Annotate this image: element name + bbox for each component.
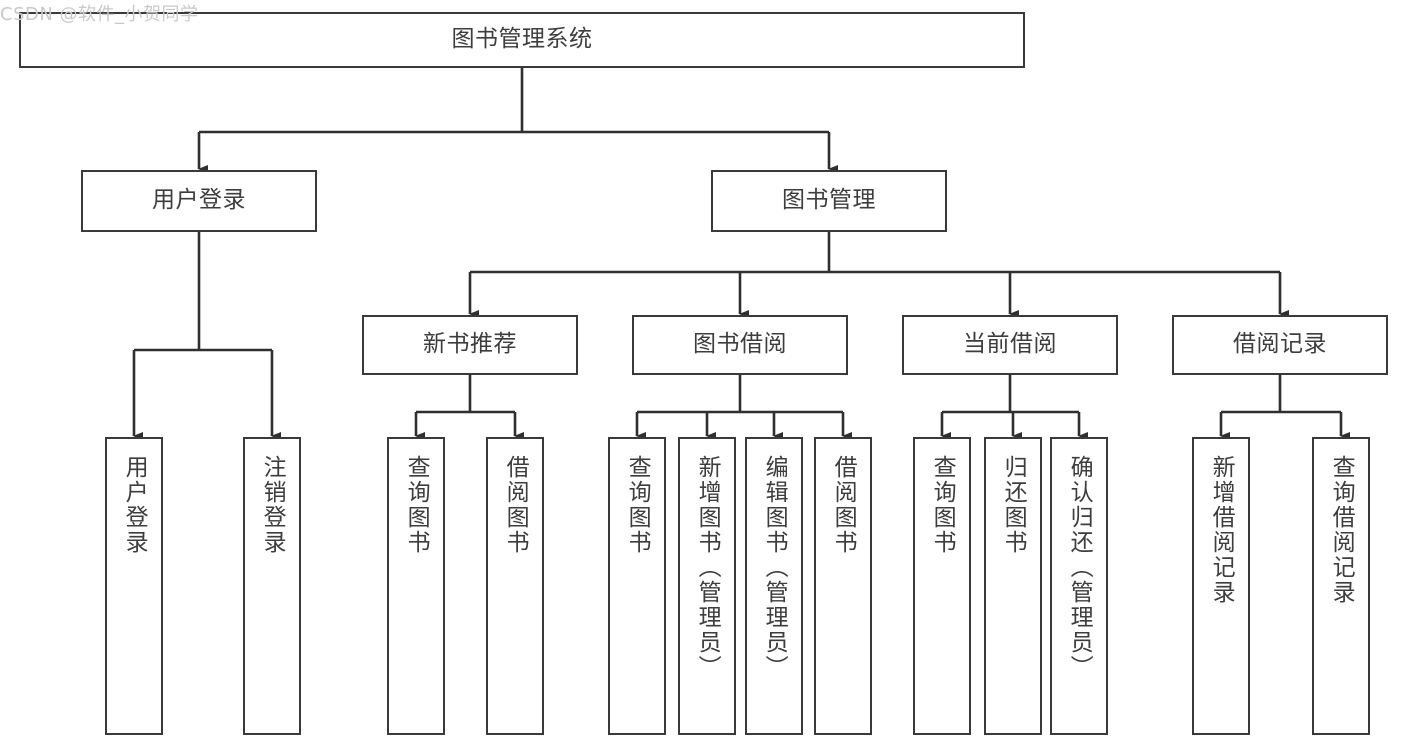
node-root-system[interactable]: 图书管理系统 [19, 12, 1025, 68]
node-book-manage-label: 图书管理 [782, 187, 876, 214]
node-leaf-query-book-3[interactable]: 查询图书 [913, 437, 971, 735]
node-leaf-logout-label: 注销登录 [259, 455, 286, 555]
node-user-login[interactable]: 用户登录 [81, 170, 317, 232]
node-borrow-record-label: 借阅记录 [1233, 331, 1327, 358]
node-leaf-user-login-label: 用户登录 [121, 455, 148, 555]
node-leaf-confirm-return-label: 确认归还（管理员） [1066, 455, 1093, 680]
node-leaf-add-record[interactable]: 新增借阅记录 [1192, 437, 1250, 735]
node-current-borrow[interactable]: 当前借阅 [902, 315, 1118, 375]
node-leaf-edit-book-label: 编辑图书（管理员） [761, 455, 788, 680]
node-book-borrow[interactable]: 图书借阅 [632, 315, 848, 375]
node-leaf-edit-book[interactable]: 编辑图书（管理员） [745, 437, 803, 735]
node-root-system-label: 图书管理系统 [451, 26, 593, 53]
node-leaf-query-book-1-label: 查询图书 [403, 455, 430, 555]
node-leaf-borrow-book-1[interactable]: 借阅图书 [486, 437, 544, 735]
node-leaf-query-book-2[interactable]: 查询图书 [608, 437, 666, 735]
node-current-borrow-label: 当前借阅 [963, 331, 1057, 358]
node-book-borrow-label: 图书借阅 [693, 331, 787, 358]
node-leaf-borrow-book-2-label: 借阅图书 [830, 455, 857, 555]
node-user-login-label: 用户登录 [152, 187, 246, 214]
node-leaf-query-book-1[interactable]: 查询图书 [387, 437, 445, 735]
node-leaf-query-record[interactable]: 查询借阅记录 [1312, 437, 1370, 735]
node-leaf-add-book-label: 新增图书（管理员） [694, 455, 721, 680]
node-leaf-user-login[interactable]: 用户登录 [105, 437, 163, 735]
node-new-book-rec[interactable]: 新书推荐 [362, 315, 578, 375]
node-leaf-borrow-book-1-label: 借阅图书 [502, 455, 529, 555]
node-leaf-return-book[interactable]: 归还图书 [984, 437, 1042, 735]
node-leaf-add-book[interactable]: 新增图书（管理员） [678, 437, 736, 735]
node-borrow-record[interactable]: 借阅记录 [1172, 315, 1388, 375]
node-book-manage[interactable]: 图书管理 [711, 170, 947, 232]
node-new-book-rec-label: 新书推荐 [423, 331, 517, 358]
node-leaf-query-book-2-label: 查询图书 [624, 455, 651, 555]
node-leaf-borrow-book-2[interactable]: 借阅图书 [814, 437, 872, 735]
node-leaf-confirm-return[interactable]: 确认归还（管理员） [1050, 437, 1108, 735]
node-leaf-add-record-label: 新增借阅记录 [1208, 455, 1235, 605]
node-leaf-query-book-3-label: 查询图书 [929, 455, 956, 555]
csdn-watermark: CSDN @软件_小贺同学 [0, 4, 199, 25]
node-leaf-logout[interactable]: 注销登录 [243, 437, 301, 735]
node-leaf-query-record-label: 查询借阅记录 [1328, 455, 1355, 605]
node-leaf-return-book-label: 归还图书 [1000, 455, 1027, 555]
